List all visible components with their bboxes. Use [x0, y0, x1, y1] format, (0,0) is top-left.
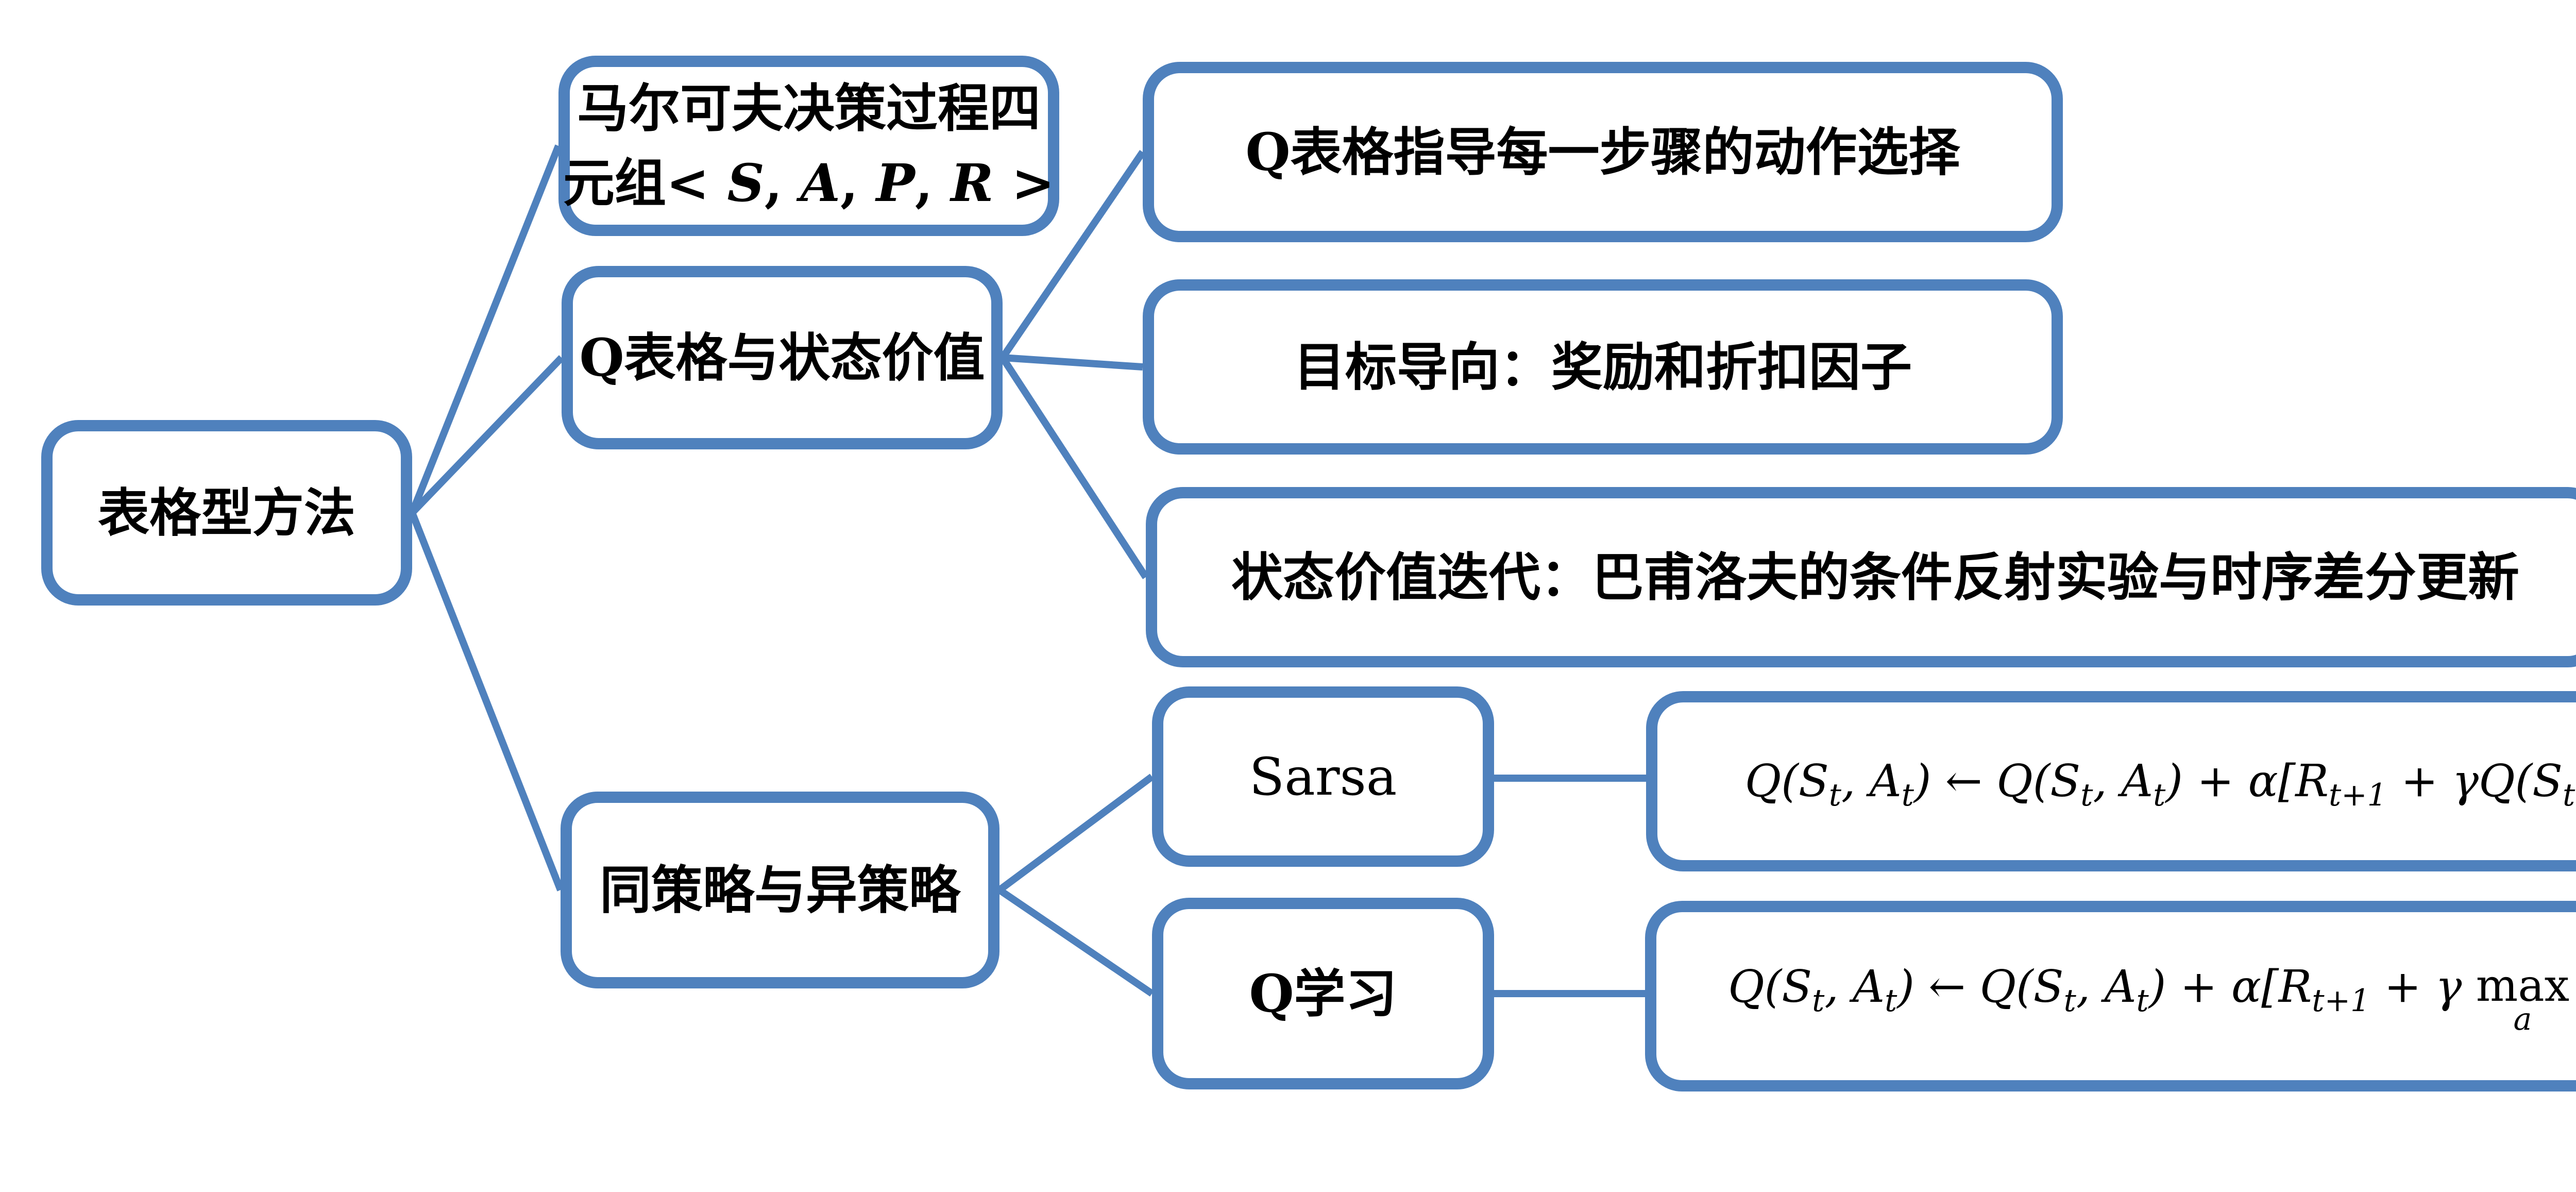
edge-root-qtable — [409, 355, 565, 515]
edge-policy-qlearn — [997, 887, 1154, 997]
leaf-goal-oriented: 目标导向：奖励和折扣因子 — [1143, 279, 2063, 455]
node-mdp-label: 马尔可夫决策过程四 元组< S, A, P, R > — [563, 71, 1055, 221]
node-sarsa: Sarsa — [1152, 686, 1494, 867]
node-root: 表格型方法 — [41, 420, 412, 606]
leaf-state-value-iteration: 状态价值迭代：巴甫洛夫的条件反射实验与时序差分更新 — [1146, 487, 2576, 667]
leaf-action-label: Q表格指导每一步骤的动作选择 — [1245, 121, 1960, 182]
node-qlearning: Q学习 — [1152, 898, 1494, 1089]
edge-root-mdp — [409, 144, 562, 514]
node-mdp-line1: 马尔可夫决策过程四 — [577, 78, 1041, 139]
node-mdp-tuple: 马尔可夫决策过程四 元组< S, A, P, R > — [558, 56, 1059, 236]
edge-policy-sarsa — [997, 774, 1155, 893]
node-qtable-label: Q表格与状态价值 — [579, 327, 985, 388]
edge-qtable-action — [999, 150, 1146, 360]
node-qlearning-label: Q学习 — [1249, 963, 1397, 1024]
edge-qtable-goal — [1002, 354, 1143, 371]
leaf-goal-label: 目标导向：奖励和折扣因子 — [1294, 336, 1912, 397]
leaf-qtable-action-selection: Q表格指导每一步骤的动作选择 — [1143, 62, 2063, 242]
equation-sarsa-text: Q(St, At) ← Q(St, At) + α[Rt+1 + γQ(St+1… — [1744, 756, 2576, 814]
node-qtable-state-value: Q表格与状态价值 — [562, 266, 1003, 449]
node-on-off-policy: 同策略与异策略 — [561, 792, 999, 988]
equation-sarsa-update: Q(St, At) ← Q(St, At) + α[Rt+1 + γQ(St+1… — [1646, 691, 2576, 871]
leaf-value-label: 状态价值迭代：巴甫洛夫的条件反射实验与时序差分更新 — [1231, 546, 2519, 608]
node-policy-label: 同策略与异策略 — [600, 859, 960, 920]
node-mdp-line2: 元组< S, A, P, R > — [563, 153, 1055, 213]
edge-root-policy — [409, 511, 564, 892]
node-sarsa-label: Sarsa — [1249, 746, 1397, 807]
edge-qtable-value — [999, 356, 1149, 579]
node-root-label: 表格型方法 — [98, 482, 355, 543]
